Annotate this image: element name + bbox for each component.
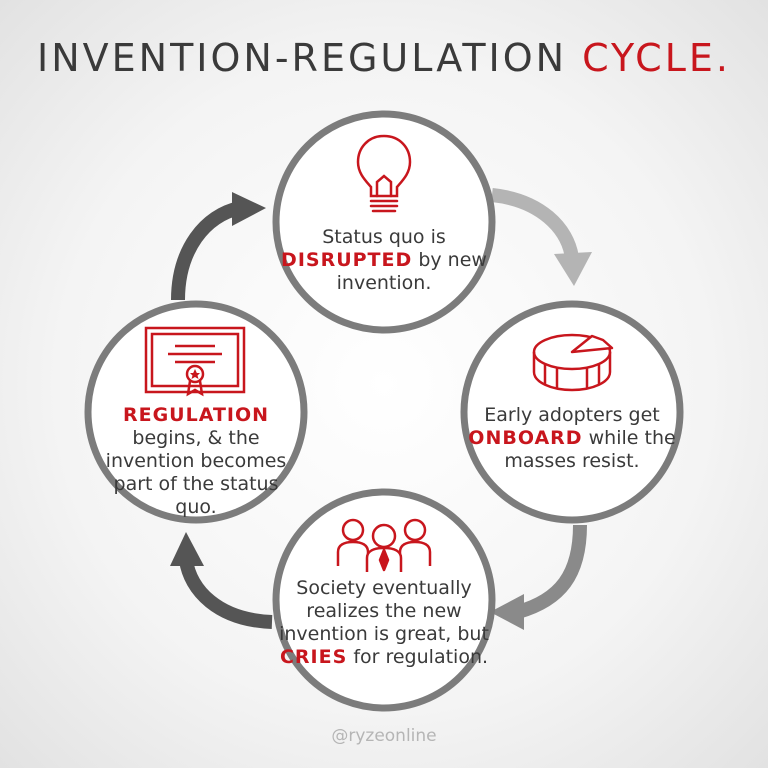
node-text-regulation: REGULATION begins, & the invention becom… — [91, 404, 301, 519]
node-ring-left — [84, 300, 308, 524]
author-handle: @ryzeonline — [331, 726, 437, 746]
node-onboard-post: while the masses resist. — [504, 427, 676, 472]
node-cries-post: for regulation. — [353, 646, 489, 668]
people-group-icon — [336, 518, 432, 572]
title-main: INVENTION-REGULATION — [37, 36, 568, 80]
node-ring-bottom — [272, 488, 496, 712]
node-text-cries: Society eventually realizes the new inve… — [279, 577, 489, 669]
title-accent: CYCLE. — [582, 36, 731, 80]
arrow-bottom-to-left — [170, 532, 273, 629]
node-disrupted-pre: Status quo is — [322, 226, 446, 248]
node-disrupted-highlight: DISRUPTED — [281, 249, 413, 271]
arrow-right-to-bottom — [490, 524, 587, 630]
arrow-left-to-top — [171, 192, 266, 301]
arrow-top-to-right — [491, 188, 592, 286]
node-ring-top — [272, 110, 496, 334]
node-cries-highlight: CRIES — [279, 646, 348, 668]
pie-chart-icon — [532, 333, 614, 392]
node-ring-right — [460, 300, 684, 524]
node-text-onboard: Early adopters get ONBOARD while the mas… — [467, 404, 677, 473]
node-onboard-highlight: ONBOARD — [468, 427, 583, 449]
lightbulb-icon — [356, 134, 412, 213]
node-onboard-pre: Early adopters get — [484, 404, 660, 426]
node-cries-pre: Society eventually realizes the new inve… — [279, 577, 489, 645]
node-regulation-post: begins, & the invention becomes part of … — [105, 427, 287, 518]
node-text-disrupted: Status quo is DISRUPTED by new invention… — [279, 226, 489, 295]
node-disrupted-post: by new invention. — [336, 249, 487, 294]
certificate-icon — [144, 326, 246, 397]
node-regulation-highlight: REGULATION — [122, 404, 270, 426]
page-title: INVENTION-REGULATION CYCLE. — [0, 36, 768, 80]
